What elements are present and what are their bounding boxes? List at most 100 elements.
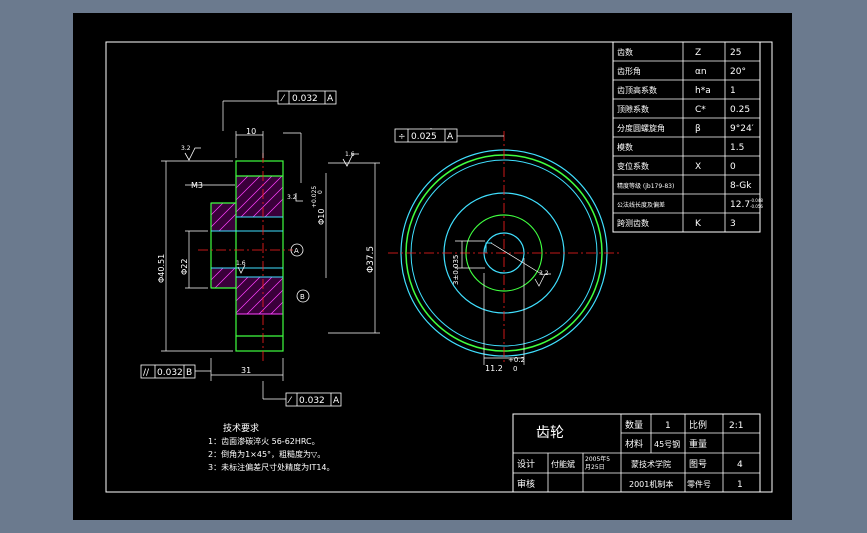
tolerance-frame-bottom-left: // 0.032 B [140, 364, 196, 379]
date-line-1: 2005年5 [585, 455, 610, 463]
tolerance-frame-bottom: ⁄ 0.032 A [285, 392, 342, 407]
dim-bore-tol-upper: +0.025 [311, 186, 318, 208]
param-value: 0 [730, 162, 736, 172]
scale-label: 比例 [689, 419, 707, 431]
param-label: 顶隙系数 [617, 104, 649, 114]
param-tol-lower: -0.056 [750, 204, 763, 209]
dim-bore: Φ10 [317, 209, 326, 225]
parameter-rows: 齿数 Z 25 齿形角 αn 20° 齿顶高系数 h*a 1 顶隙系数 C* 0.25 分度圆螺旋角 β 9… [617, 47, 763, 229]
tol-frame-3-value: 0.032 [157, 368, 183, 378]
param-value: 25 [730, 48, 741, 58]
section-outline [210, 160, 284, 352]
param-value: 20° [730, 67, 746, 77]
section-centerlines [198, 153, 293, 363]
svg-text:⁄: ⁄ [280, 94, 286, 104]
svg-text:÷: ÷ [398, 132, 406, 142]
param-value: 1.5 [730, 143, 744, 153]
part-no-label: 零件号 [687, 479, 711, 489]
roughness-1: 3.2 [181, 145, 191, 152]
param-value: 0.25 [730, 105, 750, 115]
param-value: 9°24′ [730, 124, 754, 134]
param-symbol: C* [695, 105, 706, 115]
roughness-6: 3.2 [539, 270, 549, 277]
param-symbol: K [695, 219, 702, 229]
drawing-border [105, 41, 773, 493]
scale-value: 2:1 [729, 421, 743, 431]
param-label: 齿形角 [617, 66, 641, 76]
dim-keyway-width: 3±0.035 [452, 255, 460, 285]
date-line-2: 月25日 [585, 464, 605, 471]
roughness-2: 1.6 [345, 151, 355, 158]
tol-frame-1-datum: A [327, 94, 334, 104]
title-block [512, 413, 761, 493]
tol-frame-4-datum: A [333, 396, 340, 406]
material-label: 材料 [625, 438, 643, 450]
dim-hub-width: 10 [246, 127, 256, 136]
dim-thread: M3 [191, 181, 203, 190]
part-name: 齿轮 [536, 425, 564, 441]
section-dimensions [161, 100, 380, 400]
drawing-no-label: 图号 [689, 459, 707, 470]
tol-frame-3-datum: B [186, 368, 192, 378]
dim-keyway-depth: 11.2 [485, 364, 503, 373]
drawing-canvas: ⁄ 0.032 A // 0.032 B ⁄ 0.032 A 10 31 M3 … [105, 41, 773, 493]
school-name: 蒙技术学院 [631, 459, 671, 469]
param-value: 3 [730, 219, 736, 229]
param-value: 8-Gk [730, 181, 752, 191]
param-label: 跨测齿数 [617, 218, 649, 228]
param-label: 模数 [617, 142, 633, 152]
tech-req-title: 技术要求 [223, 422, 259, 434]
roughness-4: 3.2 [287, 194, 297, 201]
tol-frame-4-value: 0.032 [299, 396, 325, 406]
material-value: 45号钢 [654, 439, 680, 449]
section-inner-lines [211, 216, 283, 278]
roughness-3: 1.6 [236, 260, 246, 267]
cad-viewport[interactable]: ⁄ 0.032 A // 0.032 B ⁄ 0.032 A 10 31 M3 … [73, 13, 792, 520]
designer-name: 付能斌 [551, 459, 575, 469]
param-label: 齿数 [617, 47, 633, 57]
datum-a-label: A [294, 247, 299, 255]
tol-frame-2-datum: A [447, 132, 454, 142]
param-symbol: h*a [695, 86, 711, 96]
param-label: 分度圆螺旋角 [617, 123, 665, 133]
qty-value: 1 [665, 421, 671, 431]
weight-label: 重量 [689, 438, 707, 450]
param-label: 变位系数 [617, 161, 649, 171]
datum-a-marker [290, 243, 304, 257]
tol-frame-2-value: 0.025 [411, 132, 437, 142]
param-symbol: αn [695, 67, 707, 77]
param-label: 精度等级 (jb179-83) [617, 182, 674, 190]
dim-keyway-tol-upper: +0.2 [508, 356, 525, 364]
param-label: 齿顶高系数 [617, 85, 657, 95]
dim-keyway-tol-lower: 0 [513, 365, 517, 373]
param-value: 12.7 [730, 200, 750, 210]
param-symbol: β [695, 124, 701, 134]
tech-req-line-3: 3：未标注偏差尺寸处精度为IT14。 [208, 462, 335, 472]
designer-label: 设计 [517, 458, 535, 470]
section-view [161, 100, 380, 400]
tech-requirements: 技术要求 1：齿面渗碳淬火 56-62HRC。 2：倒角为1×45°，粗糙度为▽… [208, 422, 335, 472]
tol-frame-1-value: 0.032 [292, 94, 318, 104]
qty-label: 数量 [625, 419, 643, 431]
reviewer-label: 审核 [517, 478, 535, 490]
drawing-no-value: 4 [737, 460, 743, 470]
param-value: 1 [730, 86, 736, 96]
class-name: 2001机制本 [629, 479, 673, 489]
tolerance-frame-front: ÷ 0.025 A [394, 128, 458, 143]
svg-text:⁄: ⁄ [287, 396, 293, 406]
datum-b-label: B [300, 293, 305, 301]
section-hatch-area [210, 175, 284, 315]
dim-root-diameter: Φ22 [180, 259, 189, 275]
parameter-table [612, 41, 761, 233]
roughness-symbols [184, 147, 359, 274]
svg-text://: // [143, 368, 150, 378]
part-no-value: 1 [737, 480, 743, 490]
tech-req-line-1: 1：齿面渗碳淬火 56-62HRC。 [208, 436, 320, 446]
param-tol-upper: -0.048 [750, 198, 763, 203]
param-symbol: X [695, 162, 701, 172]
param-symbol: Z [695, 48, 701, 58]
dim-outer-diameter: Φ40.51 [157, 254, 166, 283]
dim-bore-tol-lower: 0 [317, 190, 324, 194]
dim-face-width: 31 [241, 366, 251, 375]
tolerance-frame-top: ⁄ 0.032 A [277, 90, 337, 105]
